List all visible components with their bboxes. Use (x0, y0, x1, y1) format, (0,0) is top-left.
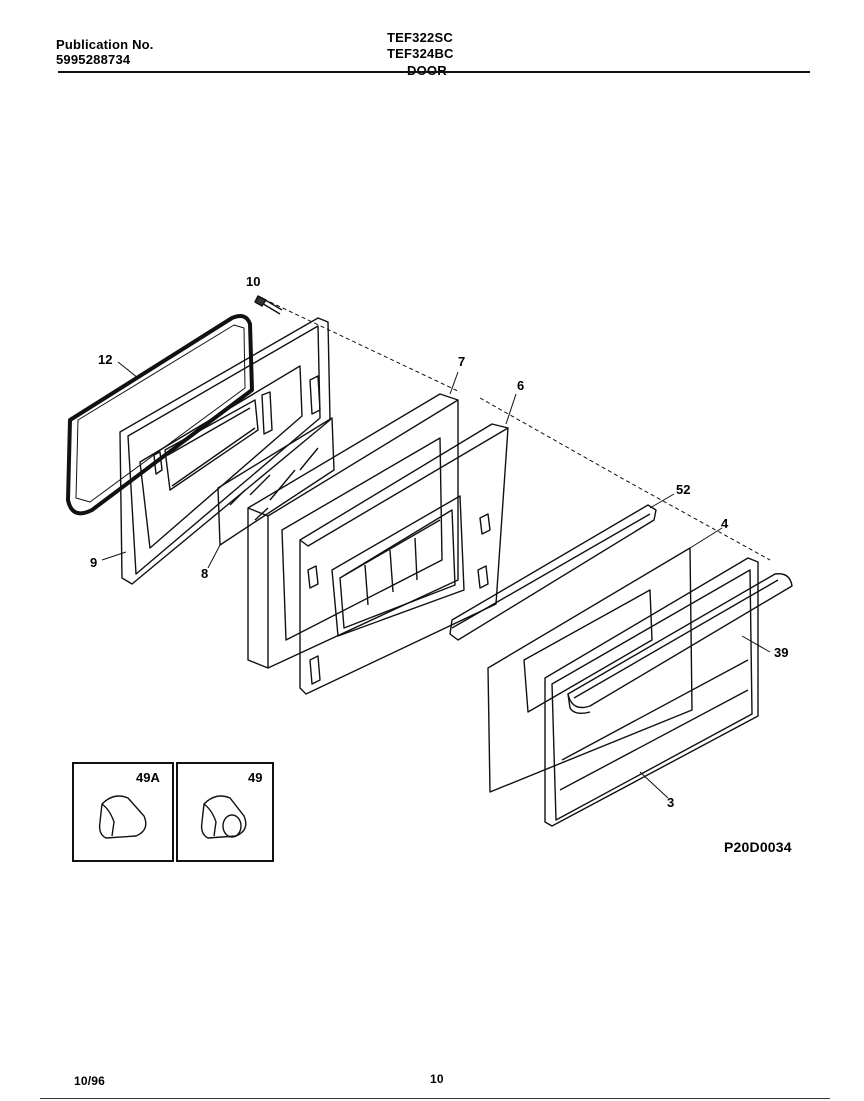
publication-number: 5995288734 (56, 52, 131, 67)
leader-8 (207, 544, 221, 569)
callout-9: 9 (90, 555, 97, 570)
knob-49a-icon (98, 795, 147, 839)
inset-label-49a: 49A (136, 770, 160, 785)
publication-label: Publication No. (56, 37, 154, 52)
door-frame-part-7 (247, 393, 459, 669)
leader-3 (639, 771, 669, 799)
callout-12: 12 (98, 352, 112, 367)
section-title: DOOR (407, 63, 447, 78)
callout-4: 4 (721, 516, 729, 531)
callout-52: 52 (676, 482, 690, 497)
leader-52 (649, 493, 675, 509)
screw-part-10 (254, 295, 283, 315)
inset-label-49: 49 (248, 770, 263, 785)
header-rule (58, 71, 810, 73)
callout-8: 8 (201, 566, 208, 581)
model-number-1: TEF322SC (387, 30, 453, 45)
footer-rule (40, 1098, 830, 1099)
inset-box-49a: 49A (72, 762, 174, 862)
callout-7: 7 (458, 354, 465, 369)
assembly-centerline (269, 301, 771, 561)
footer-date: 10/96 (74, 1074, 106, 1088)
handle-part-39 (567, 573, 793, 715)
callout-6: 6 (517, 378, 524, 393)
inset-box-49: 49 (176, 762, 274, 862)
outer-glass-part-4 (487, 547, 693, 793)
leader-9 (101, 551, 127, 561)
channel-part-52 (449, 504, 657, 641)
door-panel-part-6 (299, 423, 509, 695)
inner-liner-part-9 (119, 317, 331, 585)
callout-39: 39 (774, 645, 788, 660)
gasket-part-12 (66, 314, 254, 516)
callout-10: 10 (246, 274, 260, 289)
drawing-code: P20D0034 (724, 839, 792, 855)
footer-page-number: 10 (430, 1072, 444, 1086)
knob-49-icon (200, 795, 247, 839)
leader-12 (117, 361, 139, 379)
leader-7 (449, 371, 459, 395)
outer-frame-part-3 (544, 557, 759, 827)
leader-6 (505, 393, 517, 425)
callout-3: 3 (667, 795, 674, 810)
glass-part-8 (217, 417, 335, 546)
model-number-2: TEF324BC (387, 46, 454, 61)
leader-39 (741, 635, 771, 653)
leader-4 (689, 527, 723, 549)
